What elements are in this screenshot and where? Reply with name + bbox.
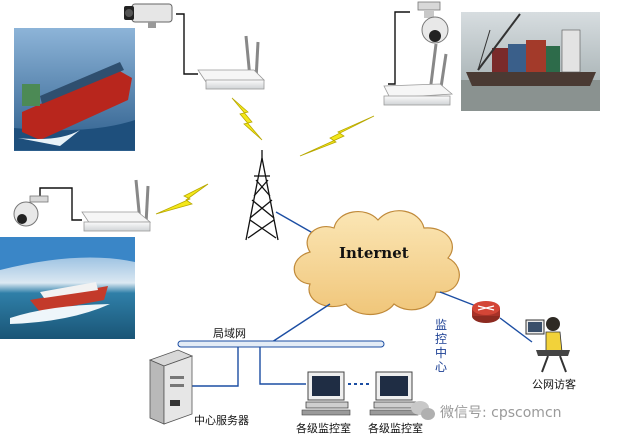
cloud-icon	[293, 210, 460, 316]
public-access-label: 公网访客	[532, 378, 576, 391]
computer-icon-1	[301, 371, 351, 416]
wireless-router-icon-1	[197, 35, 265, 90]
monitor-room-label-1: 各级监控室	[296, 422, 351, 435]
lightning-icon	[155, 97, 375, 215]
ferry-photo	[0, 237, 135, 339]
wireless-router-icon-2	[383, 43, 454, 106]
tower-link	[275, 211, 319, 237]
monitor-room-label-2: 各级监控室	[368, 422, 423, 435]
wechat-icon	[411, 401, 435, 420]
server-icon	[148, 349, 194, 425]
ptz-camera-icon	[417, 1, 449, 44]
radio-tower-icon	[245, 150, 279, 241]
box-camera-icon	[124, 3, 173, 28]
server-label: 中心服务器	[194, 414, 249, 427]
cloud-lan-link	[271, 303, 331, 343]
ptz-camera-icon-left	[13, 195, 49, 227]
camera-cables	[39, 11, 410, 221]
network-router-icon	[472, 301, 500, 323]
lan-branches	[192, 347, 306, 387]
cloud-router-link	[439, 291, 477, 307]
wireless-router-icon-3	[81, 179, 152, 232]
internet-label: Internet	[339, 244, 409, 262]
router-user-link	[499, 317, 533, 343]
lan-label: 局域网	[213, 327, 246, 340]
monitoring-center-label: 监控中心	[434, 318, 447, 374]
user-workstation-icon	[525, 317, 570, 373]
computer-icon-2	[369, 371, 419, 416]
cargo-ship-photo	[14, 28, 135, 151]
container-barge-photo	[461, 12, 600, 111]
lan-bus	[177, 340, 385, 348]
watermark: 微信号: cpscomcn	[440, 405, 562, 421]
